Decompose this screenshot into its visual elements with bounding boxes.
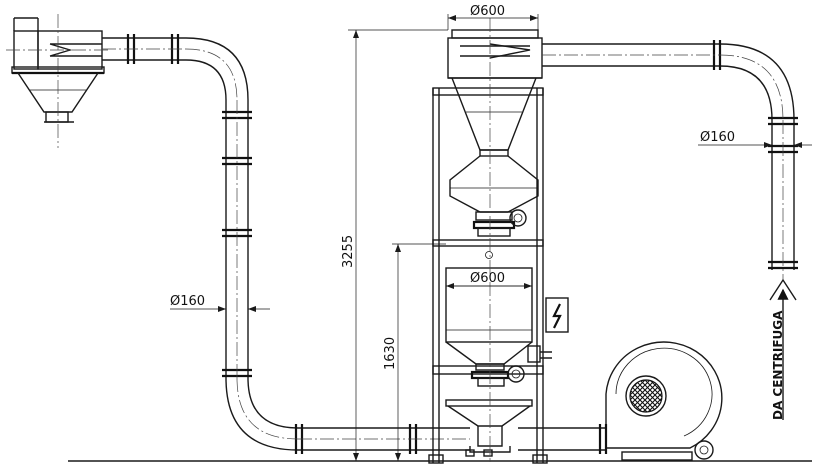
electrical-panel [545, 297, 569, 333]
support-frame [428, 87, 548, 464]
dim-top-diameter: Ø600 [447, 4, 539, 30]
cyclone-separator [6, 14, 110, 148]
dim-mid-diameter: Ø600 [446, 271, 532, 289]
dim-left-pipe: Ø160 [170, 294, 270, 312]
top-separator [447, 29, 543, 151]
mid-height-label: 1630 [383, 337, 398, 370]
mid-diameter-label: Ø600 [470, 271, 505, 286]
dim-total-height: 3255 [341, 29, 448, 462]
dim-mid-height: 1630 [383, 243, 446, 461]
dim-right-pipe: Ø160 [698, 130, 812, 148]
left-pipe-diameter-label: Ø160 [170, 294, 205, 309]
total-height-label: 3255 [341, 235, 356, 268]
fan-intake-mesh [629, 379, 663, 413]
centrifugal-fan [518, 341, 723, 461]
inlet-label: DA CENTRIFUGA [771, 310, 785, 420]
upper-vessel [449, 149, 539, 237]
right-pipe-diameter-label: Ø160 [700, 130, 735, 145]
duct-left [102, 34, 470, 454]
duct-right [542, 40, 798, 420]
top-diameter-label: Ø600 [470, 4, 505, 19]
